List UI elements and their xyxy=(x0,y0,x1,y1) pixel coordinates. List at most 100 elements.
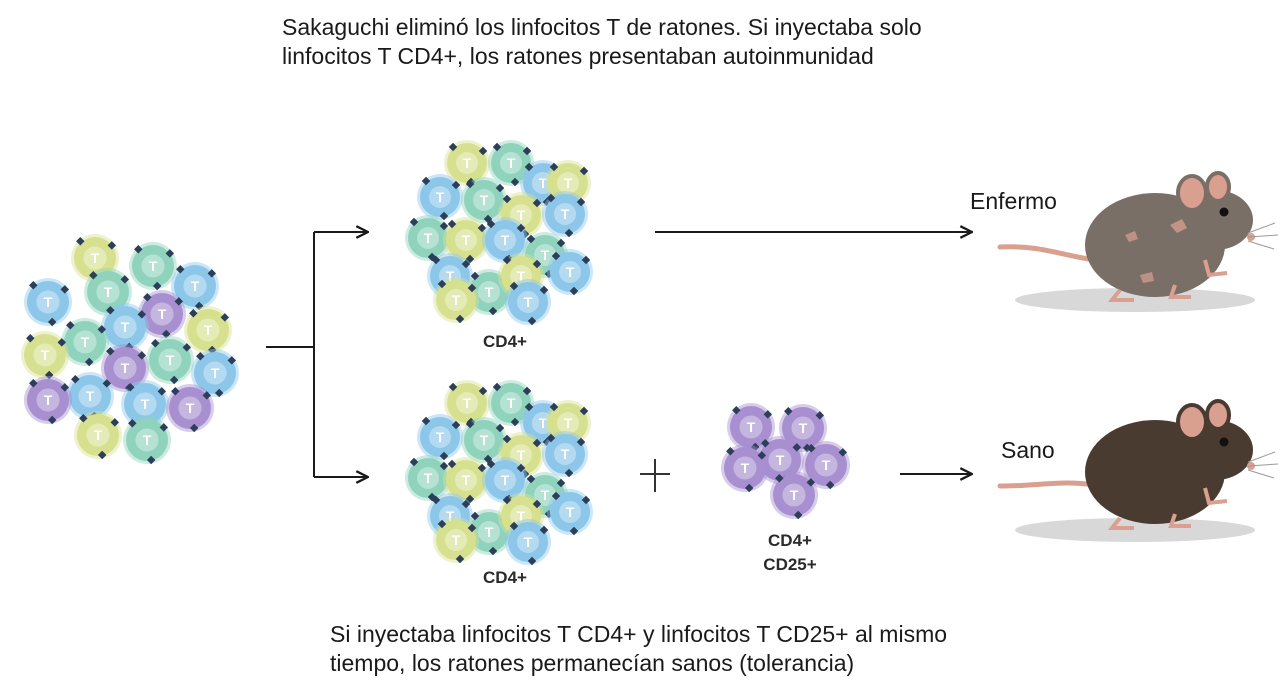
svg-text:T: T xyxy=(44,392,53,408)
label-cd25-line1: CD4+ xyxy=(768,531,812,550)
svg-text:T: T xyxy=(204,322,213,338)
t-cell-icon: T xyxy=(488,140,534,187)
caption-top: Sakaguchi eliminó los linfocitos T de ra… xyxy=(282,13,1042,71)
svg-text:T: T xyxy=(561,206,570,222)
svg-text:T: T xyxy=(747,419,756,435)
label-cd4-bottom: CD4+ xyxy=(483,568,527,587)
t-cell-icon: T xyxy=(547,249,593,296)
label-cd25: CD4+ CD25+ xyxy=(740,529,840,577)
t-cell-icon: T xyxy=(433,277,479,324)
t-cell-icon: T xyxy=(129,242,177,291)
svg-text:T: T xyxy=(741,460,750,476)
t-cell-icon: T xyxy=(466,269,512,316)
t-cell-icon: T xyxy=(166,384,214,433)
svg-text:T: T xyxy=(790,487,799,503)
svg-text:T: T xyxy=(462,232,471,248)
t-cell-icon: T xyxy=(770,471,818,520)
svg-text:T: T xyxy=(566,264,575,280)
t-cell-icon: T xyxy=(417,174,463,221)
t-cell-icon: T xyxy=(405,215,451,262)
svg-text:T: T xyxy=(541,247,550,263)
t-cell-icon: T xyxy=(21,331,69,380)
svg-text:T: T xyxy=(485,284,494,300)
svg-text:T: T xyxy=(436,189,445,205)
svg-text:T: T xyxy=(507,395,516,411)
t-cell-icon: T xyxy=(542,431,588,478)
t-cell-icon: T xyxy=(24,376,72,425)
t-cell-icon: T xyxy=(488,380,534,427)
t-cell-icon: T xyxy=(461,417,507,464)
outcome-sick-label: Enfermo xyxy=(970,188,1057,214)
svg-text:T: T xyxy=(452,532,461,548)
svg-text:T: T xyxy=(524,534,533,550)
t-cell-icon: T xyxy=(191,349,239,398)
t-cell-icon: T xyxy=(101,303,149,352)
svg-text:T: T xyxy=(94,427,103,443)
mouse-sick-icon xyxy=(997,171,1279,312)
svg-text:T: T xyxy=(436,429,445,445)
svg-text:T: T xyxy=(141,396,150,412)
label-cd25-line2: CD25+ xyxy=(763,555,817,574)
t-cell-icon: T xyxy=(184,306,232,355)
t-cell-icon: T xyxy=(84,268,132,317)
svg-text:T: T xyxy=(501,472,510,488)
svg-text:T: T xyxy=(149,258,158,274)
t-cell-icon: T xyxy=(171,262,219,311)
branch-arrows xyxy=(266,232,972,477)
svg-text:T: T xyxy=(166,352,175,368)
mouse-healthy-icon xyxy=(997,399,1279,542)
svg-text:T: T xyxy=(44,294,53,310)
svg-text:T: T xyxy=(564,415,573,431)
t-cell-icon: T xyxy=(727,403,775,452)
t-cell-icon: T xyxy=(405,455,451,502)
t-cell-icon: T xyxy=(146,336,194,385)
t-cell-icon: T xyxy=(779,404,827,453)
t-cell-icon: T xyxy=(505,519,551,566)
caption-bottom-line1: Si inyectaba linfocitos T CD4+ y linfoci… xyxy=(330,621,948,647)
svg-text:T: T xyxy=(211,365,220,381)
svg-text:T: T xyxy=(564,175,573,191)
svg-text:T: T xyxy=(539,175,548,191)
t-cell-icon: T xyxy=(547,489,593,536)
svg-text:T: T xyxy=(517,508,526,524)
t-cell-icon: T xyxy=(461,177,507,224)
svg-text:T: T xyxy=(463,155,472,171)
svg-text:T: T xyxy=(191,278,200,294)
t-cell-icon: T xyxy=(123,416,171,465)
caption-top-line1: Sakaguchi eliminó los linfocitos T de ra… xyxy=(282,14,922,40)
svg-text:T: T xyxy=(91,250,100,266)
svg-text:T: T xyxy=(81,334,90,350)
svg-text:T: T xyxy=(507,155,516,171)
svg-text:T: T xyxy=(480,192,489,208)
t-cell-icon: T xyxy=(443,217,489,264)
t-cell-icon: T xyxy=(721,444,769,493)
svg-text:T: T xyxy=(86,388,95,404)
caption-bottom: Si inyectaba linfocitos T CD4+ y linfoci… xyxy=(330,620,1060,678)
svg-text:T: T xyxy=(41,347,50,363)
svg-text:T: T xyxy=(158,306,167,322)
t-cell-icon: T xyxy=(61,318,109,367)
svg-text:T: T xyxy=(424,470,433,486)
t-cell-icon: T xyxy=(444,380,490,427)
t-cell-icon: T xyxy=(545,160,591,207)
svg-text:T: T xyxy=(121,360,130,376)
svg-text:T: T xyxy=(822,457,831,473)
svg-text:T: T xyxy=(446,268,455,284)
t-cell-icon: T xyxy=(444,140,490,187)
svg-text:T: T xyxy=(561,446,570,462)
svg-text:T: T xyxy=(462,472,471,488)
t-cell-icon: T xyxy=(24,278,72,327)
t-cell-icon: T xyxy=(101,344,149,393)
svg-text:T: T xyxy=(143,432,152,448)
svg-text:T: T xyxy=(480,432,489,448)
t-cell-icon: T xyxy=(756,436,804,485)
svg-text:T: T xyxy=(121,319,130,335)
t-cell-icon: T xyxy=(71,234,119,283)
svg-text:T: T xyxy=(517,207,526,223)
svg-text:T: T xyxy=(517,268,526,284)
svg-text:T: T xyxy=(517,447,526,463)
svg-text:T: T xyxy=(799,420,808,436)
